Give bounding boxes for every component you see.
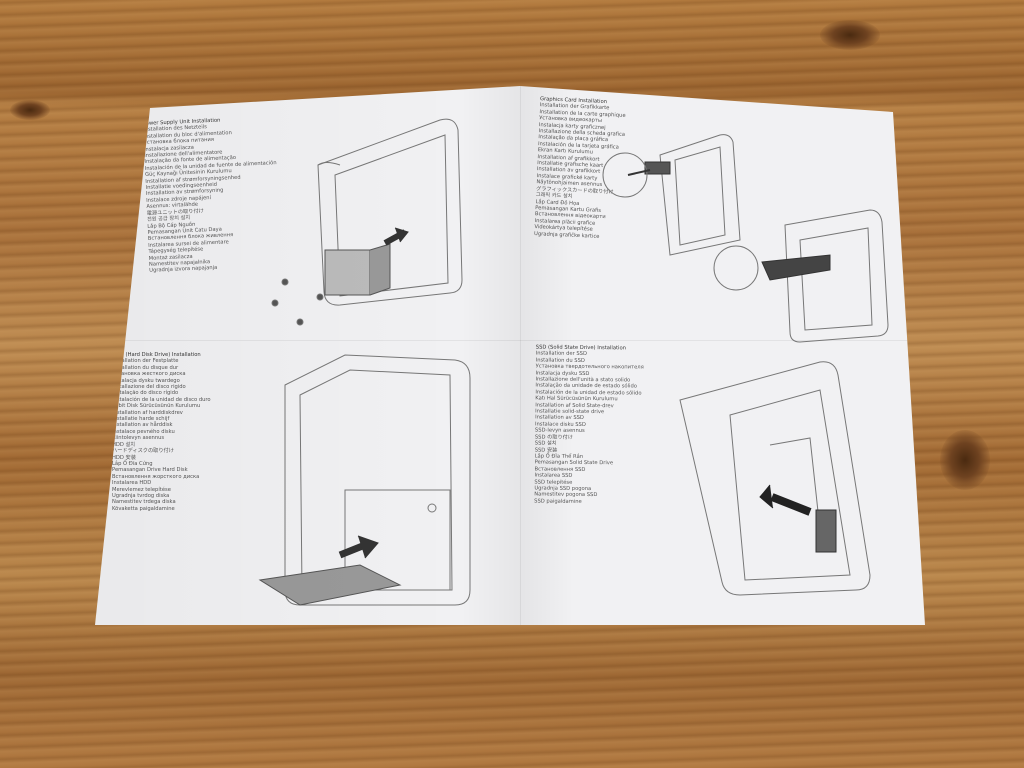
translation-line: ハードディスクの取り付け — [112, 448, 174, 455]
translation-line: Установка жесткого диска — [112, 371, 186, 378]
arrow-icon — [770, 493, 812, 516]
translation-line: Installation av hårddisk — [112, 422, 173, 429]
translation-line: Installazione del disco rigido — [112, 384, 186, 391]
translation-line: Merevlemez telepítése — [112, 486, 171, 493]
translation-line: HDD 설치 — [112, 441, 136, 448]
translation-line: Kiintolevyn asennus — [112, 435, 165, 442]
arrow-icon — [338, 541, 367, 559]
translation-line: Kõvaketta paigaldamine — [112, 505, 175, 512]
section-heading: HDD (Hard Disk Drive) Installation — [112, 352, 201, 358]
psu-diagram — [271, 118, 463, 326]
hdd-diagram — [258, 354, 471, 606]
fold-line — [100, 340, 925, 341]
translation-line: Instalación de la unidad de disco duro — [112, 396, 211, 403]
translation-line: Installation du disque dur — [112, 364, 179, 371]
wood-knot — [10, 100, 50, 120]
translation-line: Ugradnja tvrdog diska — [112, 492, 170, 499]
ssd-diagram — [679, 361, 871, 596]
fold-line — [520, 86, 521, 625]
translation-line: Instalação do disco rígido — [112, 390, 179, 397]
translation-line: Instalarea HDD — [112, 480, 152, 487]
gpu-diagram — [602, 134, 889, 343]
wood-knot — [820, 20, 880, 50]
translation-line: Pemasangan Drive Hard Disk — [112, 467, 188, 474]
translation-line: Lắp Ổ Đĩa Cứng — [112, 460, 153, 467]
translation-line: Встановлення жорсткого диска — [112, 473, 200, 480]
wood-knot — [940, 430, 990, 490]
translation-line: Installatie harde schijf — [112, 416, 170, 423]
translation-line: Instalace pevného disku — [112, 428, 175, 435]
translation-line: Instalacja dysku twardego — [112, 377, 180, 384]
translation-line: Sabit Disk Sürücüsünün Kurulumu — [112, 403, 201, 410]
translation-line: Installation af harddiskdrev — [112, 409, 183, 416]
translation-line: HDD 安装 — [112, 454, 136, 461]
translation-line: Installation der Festplatte — [112, 358, 179, 365]
translation-line: Namestitev trdega diska — [112, 499, 176, 506]
